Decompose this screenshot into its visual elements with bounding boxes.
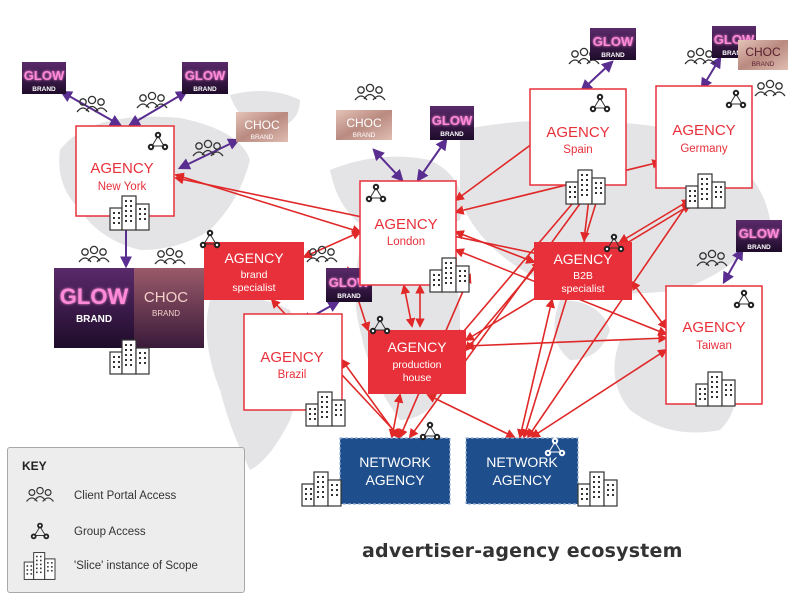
agency-subtitle: London [387, 236, 425, 248]
agency-subtitle: brand [241, 269, 268, 281]
legend-label-group-access: Group Access [74, 526, 146, 538]
choc-brand-badge[interactable]: CHOC BRAND [738, 40, 788, 70]
arrow-brandspec-london [302, 230, 362, 259]
choc-brand-name: CHOC [346, 116, 382, 130]
agency-subtitle: specialist [232, 282, 275, 294]
client-portal-icon [25, 486, 55, 503]
arrow-glow2-newyork [127, 90, 189, 127]
group-access-icon [30, 522, 50, 540]
client-portal-icon [354, 83, 386, 101]
agency-subtitle: Spain [563, 144, 592, 156]
agency-title: AGENCY [374, 216, 437, 233]
arrow-germany-b2b [618, 199, 692, 243]
agency-germany[interactable]: AGENCY Germany [655, 85, 753, 189]
agency-title: AGENCY [387, 339, 447, 355]
arrow-choc-newyork [177, 138, 241, 170]
agency-title: AGENCY [90, 160, 153, 177]
client-portal-icon [154, 247, 186, 265]
legend-label-client-portal: Client Portal Access [74, 490, 177, 502]
arrow-glow-newyork [59, 90, 123, 127]
choc-brand-sub: BRAND [251, 134, 274, 141]
network-agency-2[interactable]: NETWORK AGENCY [465, 437, 579, 505]
network-title: AGENCY [365, 472, 425, 488]
agency-subtitle: Germany [680, 143, 728, 155]
glow-brand-sub: BRAND [32, 86, 56, 93]
choc-brand-badge[interactable]: CHOC BRAND [236, 112, 288, 142]
choc-brand-sub: BRAND [152, 309, 180, 318]
network-agency-1[interactable]: NETWORK AGENCY [339, 437, 451, 505]
network-title: NETWORK [486, 454, 558, 470]
choc-brand-badge[interactable]: CHOC BRAND [336, 110, 392, 140]
glow-brand-sub: BRAND [337, 293, 361, 300]
arrow-glow-taiwan [722, 247, 744, 285]
glow-brand-sub: BRAND [747, 244, 771, 251]
agency-subtitle: Brazil [278, 369, 307, 381]
client-portal-arrows [59, 55, 744, 324]
glow-brand-name: GLOW [432, 113, 473, 128]
agency-production-house[interactable]: AGENCY production house [368, 330, 466, 394]
arrow-b2b-network2 [517, 298, 555, 439]
glow-brand-badge[interactable]: GLOW BRAND [182, 62, 228, 94]
arrow-glow-germany [700, 55, 722, 91]
agency-subtitle: house [403, 372, 432, 384]
agency-title: AGENCY [546, 124, 609, 141]
network-title: NETWORK [359, 454, 431, 470]
glow-brand-name: GLOW [60, 284, 129, 309]
arrow-brazil-network1 [340, 358, 400, 439]
glow-brand-name: GLOW [185, 68, 226, 83]
client-portal-icon [754, 79, 786, 97]
agency-title: AGENCY [224, 250, 284, 266]
choc-brand-sub: BRAND [752, 61, 775, 68]
arrow-taiwan-network2 [530, 348, 668, 439]
glow-brand-sub: BRAND [193, 86, 217, 93]
big-brand-block[interactable]: GLOW BRAND CHOC BRAND [54, 268, 204, 348]
choc-brand-name: CHOC [244, 118, 280, 132]
glow-brand-badge[interactable]: GLOW BRAND [736, 220, 782, 252]
arrow-production-network2 [426, 394, 516, 438]
choc-brand-sub: BRAND [353, 132, 376, 139]
slice-building-icon [301, 471, 342, 507]
agency-brand-specialist[interactable]: AGENCY brand specialist [204, 242, 304, 300]
arrow-b2b-production [464, 260, 542, 352]
glow-brand-name: GLOW [24, 68, 65, 83]
agency-title: AGENCY [553, 251, 613, 267]
glow-brand-name: GLOW [593, 34, 634, 49]
arrow-choc-london [372, 148, 404, 182]
agency-subtitle: specialist [561, 283, 604, 295]
legend-title: KEY [22, 459, 47, 473]
glow-brand-badge[interactable]: GLOW BRAND [430, 106, 474, 140]
choc-brand-name: CHOC [745, 45, 781, 59]
agency-subtitle: production [392, 359, 441, 371]
glow-brand-name: GLOW [739, 226, 780, 241]
agency-subtitle: New York [98, 181, 147, 193]
agency-title: AGENCY [672, 122, 735, 139]
agency-subtitle: B2B [573, 270, 593, 282]
glow-brand-sub: BRAND [76, 314, 112, 325]
client-portal-icon [684, 47, 716, 65]
agency-spain[interactable]: AGENCY Spain [529, 88, 627, 186]
glow-brand-badge[interactable]: GLOW BRAND [22, 62, 66, 94]
agency-b2b-specialist[interactable]: AGENCY B2B specialist [534, 242, 632, 300]
glow-brand-sub: BRAND [601, 52, 625, 59]
client-portal-icon [78, 245, 110, 263]
arrow-glow-london [416, 138, 448, 182]
glow-brand-sub: BRAND [722, 50, 746, 57]
network-title: AGENCY [492, 472, 552, 488]
glow-brand-sub: BRAND [440, 131, 464, 138]
choc-brand-name: CHOC [144, 289, 188, 306]
glow-brand-badge[interactable]: GLOW BRAND [590, 28, 636, 60]
diagram-caption: advertiser-agency ecosystem [362, 540, 683, 562]
slice-building-icon [23, 552, 56, 580]
agency-subtitle: Taiwan [696, 340, 732, 352]
legend-label-slice: 'Slice' instance of Scope [74, 560, 198, 572]
slice-building-icon [577, 471, 618, 507]
agency-title: AGENCY [682, 319, 745, 336]
arrow-glow-spain [580, 60, 614, 92]
legend-key: KEY Client Portal Access Group Access 'S… [7, 447, 245, 593]
arrow-b2b-taiwan [630, 280, 668, 330]
agency-title: AGENCY [260, 349, 323, 366]
